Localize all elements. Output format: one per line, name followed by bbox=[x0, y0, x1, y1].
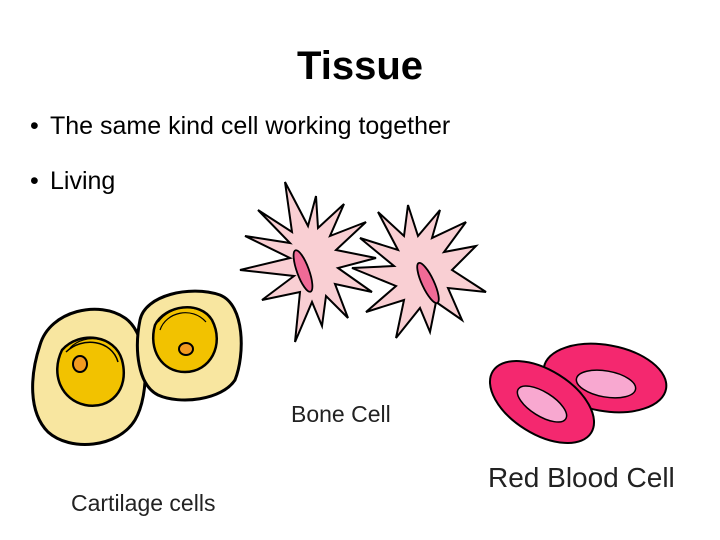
cartilage-cell-right bbox=[135, 289, 243, 402]
bullet-item: • The same kind cell working together bbox=[30, 112, 450, 141]
bone-cell-left bbox=[239, 181, 377, 343]
bullet-text: Living bbox=[50, 167, 116, 195]
bone-cell-label: Bone Cell bbox=[291, 401, 391, 427]
bullet-item: • Living bbox=[30, 167, 450, 196]
bullet-text: The same kind cell working together bbox=[50, 112, 451, 140]
red-blood-cell-label: Red Blood Cell bbox=[488, 462, 675, 493]
cartilage-cell-left bbox=[31, 307, 147, 446]
bullet-marker: • bbox=[30, 112, 39, 140]
bone-cell-right bbox=[351, 204, 487, 339]
slide-title: Tissue bbox=[297, 44, 423, 88]
red-blood-cell-front bbox=[488, 359, 596, 445]
bullet-marker: • bbox=[30, 167, 39, 195]
cartilage-cells-label: Cartilage cells bbox=[71, 490, 216, 516]
bullet-list: • The same kind cell working together • Li… bbox=[30, 112, 450, 222]
